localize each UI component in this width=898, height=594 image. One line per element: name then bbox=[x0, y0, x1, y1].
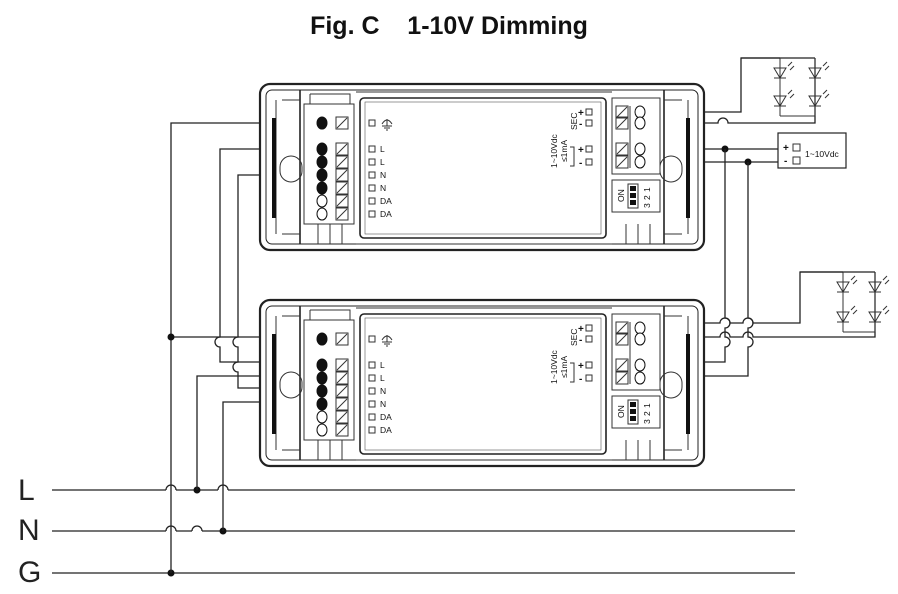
input-terminal-label: N bbox=[380, 386, 386, 396]
input-terminal-label: DA bbox=[380, 209, 392, 219]
dip-number-label: 3 bbox=[642, 419, 652, 424]
dim-current-label: ≤1mA bbox=[559, 140, 569, 162]
sec-label: SEC bbox=[569, 329, 579, 346]
dimmer-label: 1~10Vdc bbox=[805, 149, 840, 159]
led-icon bbox=[836, 305, 858, 323]
dim-minus: - bbox=[579, 374, 582, 385]
dip-on-label: ON bbox=[616, 189, 626, 202]
dip-number-label: 1 bbox=[642, 403, 652, 408]
input-terminal-label: L bbox=[380, 373, 385, 383]
sec-plus: + bbox=[578, 324, 584, 335]
dimmer-plus: + bbox=[783, 143, 789, 154]
led-icon bbox=[836, 275, 858, 293]
input-terminal-block bbox=[303, 319, 355, 441]
output-terminal-block bbox=[611, 97, 661, 175]
mains-label-l: L bbox=[18, 474, 35, 507]
dip-number-label: 2 bbox=[642, 411, 652, 416]
ground-icon bbox=[381, 335, 393, 347]
label-panel bbox=[359, 313, 607, 455]
output-terminal-block bbox=[611, 313, 661, 391]
upper-led-array bbox=[741, 57, 830, 117]
dim-plus: + bbox=[578, 361, 584, 372]
figure-title: Fig. C 1-10V Dimming bbox=[310, 12, 588, 40]
sec-plus: + bbox=[578, 108, 584, 119]
dim-label: 1~10Vdc bbox=[549, 349, 559, 384]
input-terminal-label: DA bbox=[380, 425, 392, 435]
dim-plus: + bbox=[578, 145, 584, 156]
dimmer-box: + - 1~10Vdc bbox=[777, 132, 847, 169]
dip-switch: ON 1 2 3 bbox=[611, 179, 661, 213]
dip-number-label: 3 bbox=[642, 203, 652, 208]
mains-label-g: G bbox=[18, 556, 41, 589]
mains-lines: L N G bbox=[18, 474, 795, 589]
label-panel bbox=[359, 97, 607, 239]
input-terminal-label: L bbox=[380, 157, 385, 167]
led-icon bbox=[868, 305, 890, 323]
input-terminal-label: L bbox=[380, 144, 385, 154]
lower-led-array bbox=[800, 271, 890, 333]
dip-number-label: 2 bbox=[642, 195, 652, 200]
input-terminal-label: N bbox=[380, 399, 386, 409]
led-icon bbox=[868, 275, 890, 293]
dim-label: 1~10Vdc bbox=[549, 133, 559, 168]
input-terminal-label: N bbox=[380, 170, 386, 180]
dim-minus: - bbox=[579, 158, 582, 169]
dip-on-label: ON bbox=[616, 405, 626, 418]
input-terminal-label: N bbox=[380, 183, 386, 193]
sec-minus: - bbox=[579, 335, 582, 346]
input-terminal-block bbox=[303, 103, 355, 225]
dimmer-minus: - bbox=[784, 156, 787, 167]
sec-minus: - bbox=[579, 119, 582, 130]
input-terminal-label: L bbox=[380, 360, 385, 370]
input-terminal-label: DA bbox=[380, 412, 392, 422]
input-terminal-label: DA bbox=[380, 196, 392, 206]
dip-number-label: 1 bbox=[642, 187, 652, 192]
dim-current-label: ≤1mA bbox=[559, 356, 569, 378]
mains-label-n: N bbox=[18, 514, 40, 547]
dip-switch: ON 1 2 3 bbox=[611, 395, 661, 429]
led-icon bbox=[808, 61, 830, 79]
led-icon bbox=[773, 61, 795, 79]
led-icon bbox=[808, 89, 830, 107]
ground-icon bbox=[381, 119, 393, 131]
sec-label: SEC bbox=[569, 113, 579, 130]
led-icon bbox=[773, 89, 795, 107]
